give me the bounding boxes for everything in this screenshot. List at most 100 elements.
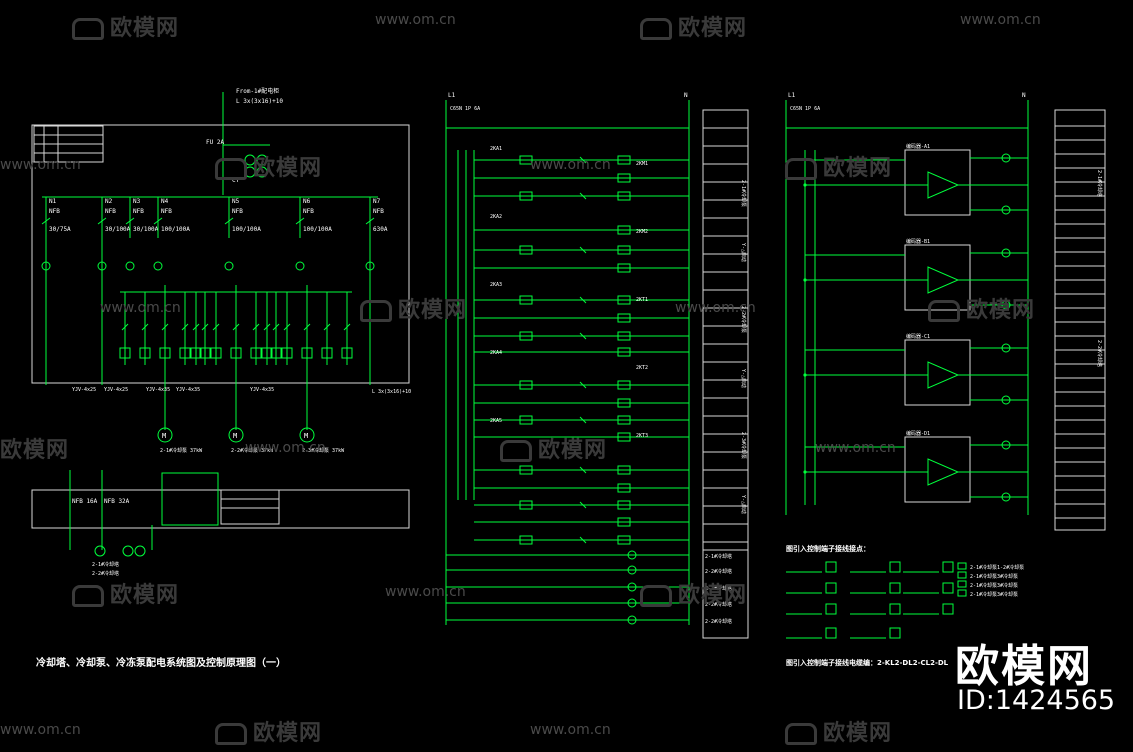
relay-box [190, 347, 202, 359]
motor-label: M [304, 432, 308, 440]
legend-contact [942, 603, 954, 615]
motor-label: M [162, 432, 166, 440]
terminal-label: 2-1#冷却泵 [740, 180, 747, 207]
lower-motor-label: 2-2#冷却塔 [92, 570, 119, 577]
encoder-label: 编码器-B1 [906, 238, 930, 245]
lamp-label: 2-2#冷却塔 [705, 618, 732, 625]
legend-contact [825, 603, 837, 615]
relay-box [199, 347, 211, 359]
panel2-terminal-block-lower [702, 549, 749, 639]
control-coil: 2KM2 [636, 229, 648, 235]
legend-contact [825, 627, 837, 639]
legend-contact [942, 582, 954, 594]
indicator-lamp [627, 582, 637, 592]
legend-box [957, 571, 967, 579]
brand-name: 欧模网 [955, 641, 1093, 692]
control-contact: 2KA4 [490, 350, 502, 356]
ct-symbol [295, 261, 305, 271]
sofa-icon [785, 723, 817, 745]
feeder-breaker: NFB [303, 208, 314, 215]
contact-symbol [272, 323, 280, 331]
watermark: 欧模网 [215, 150, 322, 182]
watermark-url: www.om.cn [0, 157, 81, 173]
contact-symbol [141, 323, 149, 331]
watermark-url: www.om.cn [100, 300, 181, 316]
relay-box [250, 347, 262, 359]
cable-label: YJV-4x25 [72, 387, 96, 393]
relay-box [119, 347, 131, 359]
contact-block [519, 535, 533, 545]
coil [617, 347, 631, 357]
motor-rating: 2-3#冷却泵 37kW [302, 447, 345, 454]
contact-symbol [252, 323, 260, 331]
lamp-label: 2-1#冷却塔 [705, 553, 732, 560]
control-coil: 2KM1 [636, 161, 648, 167]
legend-contact [825, 582, 837, 594]
feeder-name: N1 [49, 198, 57, 205]
coil [617, 263, 631, 273]
coil [617, 380, 631, 390]
motor-rating: 2-2#冷却泵 37kW [231, 447, 274, 454]
lower-breaker: NFB 16A [72, 498, 98, 505]
panel3-note-contacts: 图引入控制端子接线接点： [786, 545, 870, 553]
contact-block [519, 191, 533, 201]
watermark: 欧模网 [215, 715, 322, 747]
comparator-symbol [927, 266, 960, 294]
legend-contact [889, 603, 901, 615]
sofa-icon [640, 18, 672, 40]
legend-contact [889, 561, 901, 573]
sofa-icon [360, 300, 392, 322]
breaker-symbol [97, 217, 107, 225]
control-contact: 2KA3 [490, 282, 502, 288]
feeder-label: From-1#配电柜 [236, 87, 279, 95]
breaker-symbol [41, 217, 51, 225]
feeder-rating: 100/100A [161, 226, 190, 233]
contact-symbol [212, 323, 220, 331]
control-coil: 2KT2 [636, 365, 648, 371]
indicator-lamp [627, 565, 637, 575]
motor-symbol [299, 427, 315, 443]
contact [579, 332, 587, 340]
contact-block [519, 155, 533, 165]
sofa-icon [72, 585, 104, 607]
lower-breaker: NFB 32A [104, 498, 130, 505]
sofa-icon [640, 585, 672, 607]
watermark-url: www.om.cn [815, 440, 896, 456]
watermark: 欧模网 [640, 10, 747, 42]
legend-label: 2-1#冷却泵3#冷却泵 [970, 591, 1018, 598]
legend-contact [889, 627, 901, 639]
control-coil: 2KT1 [636, 297, 648, 303]
contact [579, 156, 587, 164]
coil [617, 500, 631, 510]
legend-contact [942, 561, 954, 573]
feeder-name: N2 [105, 198, 113, 205]
relay-box [261, 347, 273, 359]
ct-symbol [153, 261, 163, 271]
drawing-title: 冷却塔、冷却泵、冷冻泵配电系统图及控制原理图（一） [36, 658, 286, 669]
watermark: 欧模网 [360, 292, 467, 324]
coil [617, 191, 631, 201]
coil [617, 398, 631, 408]
encoder-label: 编码器-C1 [906, 333, 930, 340]
motor-label: M [233, 432, 237, 440]
supply-breaker: C65N 1P 6A [790, 106, 820, 112]
legend-contact [825, 561, 837, 573]
encoder-frame [904, 339, 971, 406]
sofa-icon [215, 723, 247, 745]
control-contact: 2KA2 [490, 214, 502, 220]
contact [579, 466, 587, 474]
coil [617, 535, 631, 545]
legend-box [957, 589, 967, 597]
relay-box [321, 347, 333, 359]
relay-box [159, 347, 171, 359]
feeder-rating: 30/75A [49, 226, 71, 233]
contact-block [519, 415, 533, 425]
coil [617, 173, 631, 183]
cable-label: YJV-4x35 [250, 387, 274, 393]
control-coil: 2KT3 [636, 433, 648, 439]
watermark: 欧模网 [785, 150, 892, 182]
contact-symbol [201, 323, 209, 331]
coil [617, 245, 631, 255]
feeder-rating: 30/100A [105, 226, 131, 233]
contact-symbol [263, 323, 271, 331]
